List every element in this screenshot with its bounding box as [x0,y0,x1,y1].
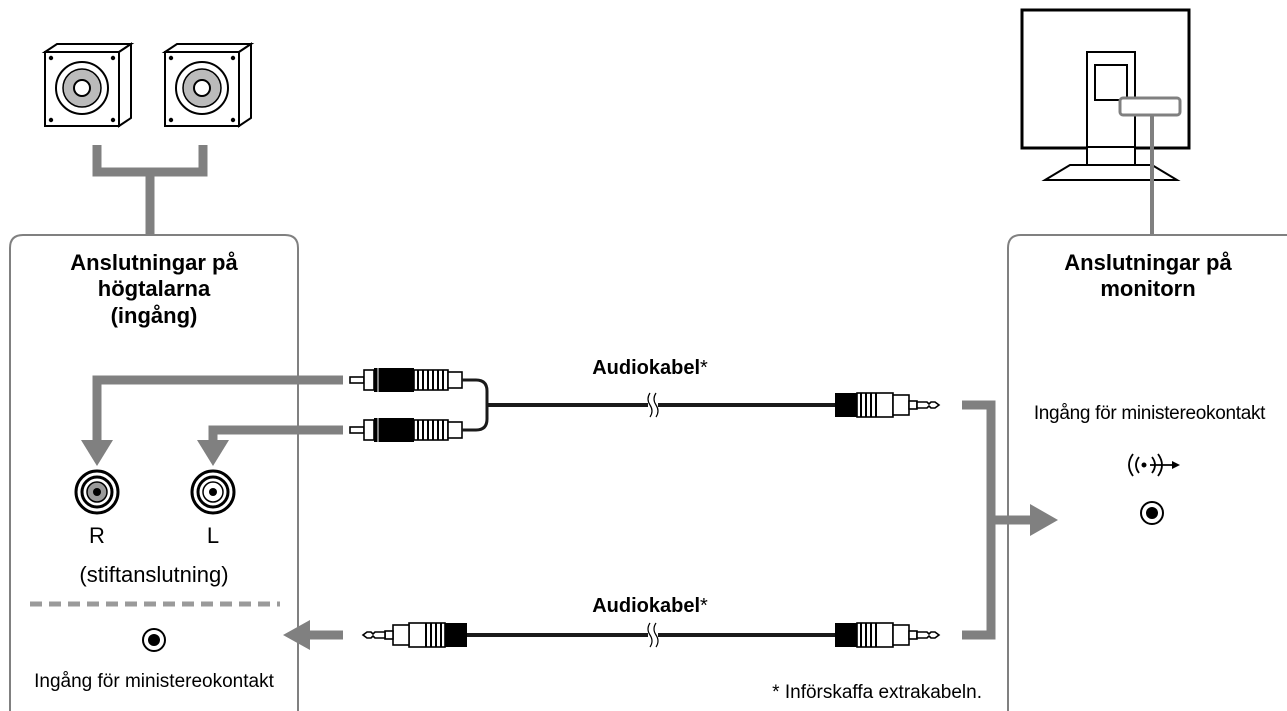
pin-caption: (stiftanslutning) [79,562,229,587]
pin-r-label: R [89,523,105,548]
rca-jack-l-icon [190,469,236,515]
speaker-link-line [92,145,208,235]
right-mini-jack-icon [1140,501,1164,525]
left-mini-caption: Ingång för ministereokontakt [34,671,274,692]
bottom-audio-cable [362,622,940,648]
footnote: * Införskaffa extrakabeln. [772,682,982,703]
right-mini-caption: Ingång för ministereokontakt [1033,403,1266,424]
top-audio-cable [349,367,940,443]
arrow-head-l [197,440,229,466]
speaker-right-icon [164,43,252,127]
monitor-bracket-line [962,400,1035,640]
speaker-left-icon [44,43,132,127]
pin-l-label: L [206,523,220,548]
top-cable-asterisk: * [700,357,708,379]
monitor-icon [1020,8,1191,181]
right-panel-border [1007,234,1287,711]
bottom-cable-label: Audiokabel* [540,594,760,618]
right-panel-title: Anslutningar på monitorn [1018,250,1278,303]
rca-jack-r-icon [74,469,120,515]
arrow-to-r-jack [92,375,343,445]
left-title-line-3: (ingång) [110,302,198,328]
arrow-to-l-jack [208,425,343,445]
left-title-line-2: högtalarna [97,276,211,302]
top-cable-label: Audiokabel* [540,356,760,380]
arrow-head-left-mini [283,620,310,650]
arrow-head-monitor [1030,504,1058,536]
right-title-line-2: monitorn [1100,276,1196,302]
audio-in-icon [1128,453,1180,477]
right-title-line-1: Anslutningar på [1064,250,1232,275]
left-mini-jack-icon [142,628,166,652]
left-title-line-1: Anslutningar på [70,250,238,275]
bottom-cable-name: Audiokabel [592,595,700,617]
left-panel-title: Anslutningar på högtalarna (ingång) [10,250,298,329]
arrow-head-r [81,440,113,466]
top-cable-name: Audiokabel [592,357,700,379]
bottom-cable-asterisk: * [700,595,708,617]
left-panel-border [9,234,299,711]
